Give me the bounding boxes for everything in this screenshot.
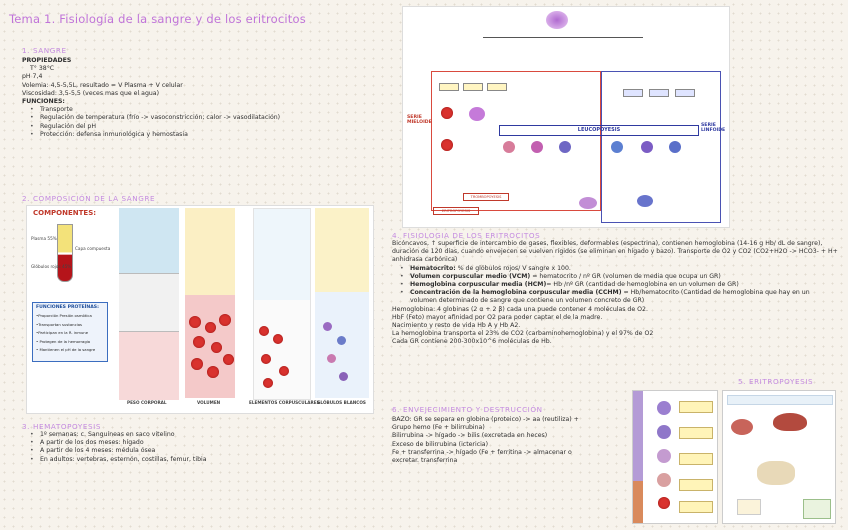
col-label: GLÓBULOS BLANCOS (317, 400, 366, 405)
eritropoyetina-figure (722, 390, 836, 524)
mieloide-frame (431, 71, 601, 211)
hematopoiesis-diagram: SERIE MIELOIDE SERIE LINFOIDE LEUCOPOYES… (402, 6, 730, 228)
eritropoyesis-label: ERITROPOYESIS (433, 207, 479, 215)
funcion-item: Transporte (22, 106, 392, 114)
hemoglobina-line: La hemoglobina transporta el 23% de CO2 … (392, 330, 654, 338)
col-label: VOLUMEN (197, 400, 221, 405)
hematopoyesis-item: En adultos: vertebras, esternón, costill… (22, 456, 392, 464)
section-heading-composicion: 2. COMPOSICIÓN DE LA SANGRE (22, 194, 156, 203)
proteina-item: •Participan en la R. inmune (36, 330, 89, 335)
section-heading: 3. HEMATOPOYESIS (22, 422, 102, 431)
destruccion-line: BAZO: GR se separa en globina (proteico)… (392, 416, 579, 423)
erythropoiesis-stages-figure (632, 390, 718, 524)
destruccion-line: Fe + transferrina -> hígado (Fe + ferrit… (392, 448, 572, 456)
hematopoyesis-item: 1º semanas: c. Sanguíneas en saco viteli… (22, 431, 392, 439)
leucopoyesis-bar: LEUCOPOYESIS (499, 125, 699, 136)
composition-figure: COMPONENTES: Plasma 55% Capa compuesta G… (26, 205, 374, 414)
prop-volemia: Volemia: 4,5-5,5L, resultado = V Plasma … (22, 81, 183, 89)
destruccion-line: Exceso de bilirrubina (ictericia) (392, 440, 489, 448)
section-heading: 1. SANGRE (22, 46, 67, 55)
proteina-item: • Mantienen el pH de la sangre (36, 347, 96, 352)
section-eritrocitos: 4. FISIOLOGIA DE LOS ERITROCITOS Bicónca… (392, 231, 838, 347)
section-heading: 6. ENVEJECIMIENTO Y DESTRUCCIÓN (392, 405, 543, 414)
funciones-proteinas-box: FUNCIONES PROTEÍNAS: •Proporción Presión… (32, 302, 108, 362)
serie-linfoide-label: SERIE LINFOIDE (701, 123, 726, 133)
column-elementos (253, 208, 311, 400)
funcion-item: Regulación de temperatura (frío -> vasoc… (22, 114, 392, 122)
hematopoyesis-item: A partir de los dos meses: hígado (22, 439, 392, 447)
col-label: PESO CORPORAL (127, 400, 167, 405)
hemoglobina-line: Hemoglobina: 4 globinas (2 α + 2 β) cada… (392, 305, 648, 313)
funcion-item: Regulación del pH (22, 123, 392, 131)
hemoglobina-line: HbF (Feto) mayor afinidad por O2 para po… (392, 313, 603, 321)
eritrocito-param: Concentración de la hemoglobina corpuscu… (392, 289, 838, 305)
prop-ph: pH 7,4 (22, 73, 43, 81)
section-envejecimiento: 6. ENVEJECIMIENTO Y DESTRUCCIÓN BAZO: GR… (392, 405, 632, 465)
hematopoyesis-item: A partir de los 4 meses: médula ósea (22, 447, 392, 455)
proteina-item: •Proporción Presión osmótica (36, 313, 92, 318)
destruccion-line: excretar. transferrina (392, 457, 458, 465)
proteina-item: •Transportan sustancias (36, 321, 83, 327)
funciones-label: FUNCIONES: (22, 98, 65, 106)
prop-viscosidad: Viscosidad: 3,5-5,5 (veces mas que el ag… (22, 89, 160, 97)
destruccion-line: Bilirrubina -> hígado -> bilis (excretad… (392, 432, 548, 440)
eritrocitos-intro: Bicóncavos, ↑ superficie de intercambio … (392, 240, 838, 264)
page-title: Tema 1. Fisiología de la sangre y de los… (9, 12, 306, 26)
serie-mieloide-label: SERIE MIELOIDE (407, 115, 432, 125)
bone-icon (757, 461, 795, 485)
eritrocito-param: Hematocrito: % de glóbulos rojos/ V sang… (392, 265, 838, 273)
propiedades-label: PROPIEDADES (22, 57, 72, 64)
column-peso-corporal (119, 208, 179, 400)
test-tube-icon (57, 224, 73, 282)
liver-icon (773, 413, 807, 431)
section-heading: 4. FISIOLOGIA DE LOS ERITROCITOS (392, 231, 541, 240)
destruccion-line: Grupo hemo (Fe + bilirrubina) (392, 424, 485, 432)
proteina-item: • Protegen de la hemorragia (36, 338, 91, 344)
linfoide-frame (601, 71, 721, 223)
trombopoyesis-label: TROMBOPOYESIS (463, 193, 509, 201)
componentes-label: COMPONENTES: (33, 209, 97, 217)
eritrocito-param: Hemoglobina corpuscular media (HCM)= Hb … (392, 281, 838, 289)
section-sangre: 1. SANGRE PROPIEDADES T° 38°C pH 7,4 Vol… (22, 46, 392, 139)
column-globulos-blancos (315, 208, 369, 398)
prop-temperatura: T° 38°C (30, 65, 55, 73)
eritrocito-param: Volumen corpuscular medio (VCM) = hemato… (392, 273, 838, 281)
col-label: ELEMENTOS CORPUSCULARES (249, 400, 320, 405)
kidney-icon (731, 419, 753, 435)
section-heading-eritropoyesis: 5. ERITROPOYESIS (738, 377, 814, 386)
stem-cell-icon (546, 11, 568, 29)
section-hematopoyesis: 3. HEMATOPOYESIS 1º semanas: c. Sanguíne… (22, 422, 392, 464)
hemoglobina-line: Nacimiento y resto de vida Hb A y Hb A2. (392, 322, 521, 330)
funcion-item: Protección: defensa inmunológica y hemos… (22, 131, 392, 139)
hemoglobina-line: Cada GR contiene 200-300x10^6 moléculas … (392, 338, 552, 346)
funciones-proteinas-label: FUNCIONES PROTEÍNAS: (36, 305, 99, 310)
